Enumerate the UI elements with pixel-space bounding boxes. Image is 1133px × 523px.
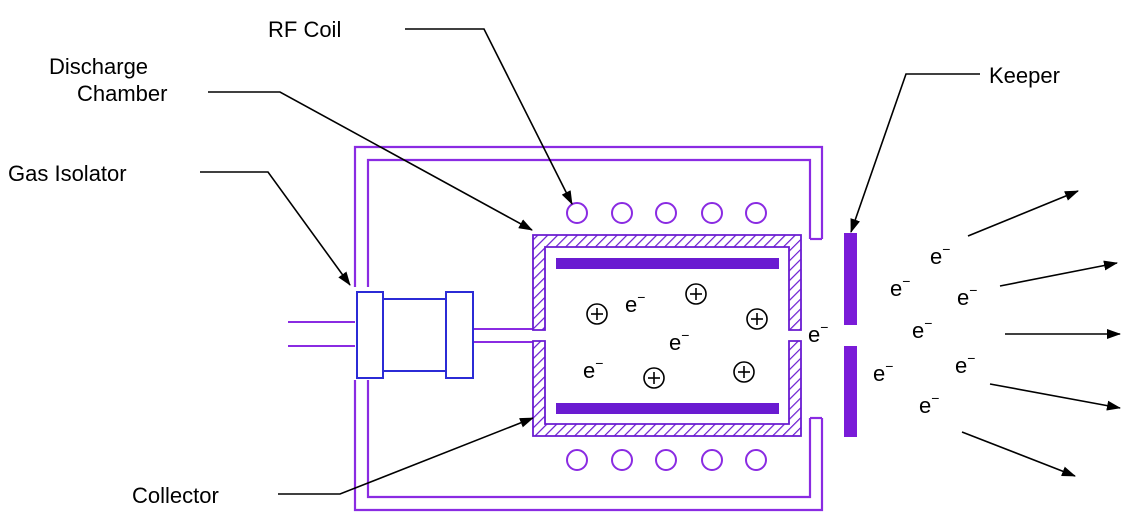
label-rf-coil: RF Coil: [268, 17, 341, 42]
leader-rf-coil: [405, 28, 573, 205]
ion-symbol: [586, 303, 608, 325]
gas-isolator: [356, 291, 474, 379]
keeper-electrode: [844, 233, 857, 437]
collector-plates: [556, 258, 779, 414]
svg-text:e−: e−: [955, 350, 975, 378]
ion-symbol: [746, 308, 768, 330]
label-discharge-chamber-line1: Discharge: [49, 54, 148, 79]
svg-text:e−: e−: [583, 355, 603, 383]
electrons-plume: e− e− e− e− e− e− e−: [873, 241, 977, 418]
svg-text:e−: e−: [669, 327, 689, 355]
svg-text:e−: e−: [930, 241, 950, 269]
component-labels: RF Coil Discharge Chamber Gas Isolator K…: [8, 17, 1060, 508]
rf-coil-bottom: [566, 449, 767, 471]
label-discharge-chamber-line2: Chamber: [77, 81, 167, 106]
label-collector: Collector: [132, 483, 219, 508]
leader-keeper: [850, 73, 980, 233]
leader-collector: [278, 417, 534, 495]
collector-plate-top: [556, 258, 779, 269]
label-keeper: Keeper: [989, 63, 1060, 88]
ions: [586, 283, 768, 389]
ion-symbol: [685, 283, 707, 305]
svg-text:e−: e−: [890, 273, 910, 301]
leader-discharge-chamber: [208, 91, 533, 231]
svg-text:e−: e−: [919, 390, 939, 418]
outer-housing: [353, 145, 824, 512]
svg-text:e−: e−: [957, 282, 977, 310]
emission-arrows: [961, 190, 1121, 477]
collector-plate-bottom: [556, 403, 779, 414]
label-gas-isolator: Gas Isolator: [8, 161, 127, 186]
ion-symbol: [643, 367, 665, 389]
rf-coil-top: [566, 202, 767, 224]
svg-text:e−: e−: [873, 358, 893, 386]
electron-symbol: e: [625, 292, 637, 317]
svg-text:e−: e−: [912, 315, 932, 343]
svg-text:e−: e−: [625, 289, 645, 317]
ion-symbol: [733, 361, 755, 383]
leader-gas-isolator: [200, 171, 351, 286]
svg-text:e−: e−: [808, 319, 828, 347]
discharge-chamber: [532, 234, 802, 437]
electrons-chamber: e− e− e− e−: [583, 289, 828, 383]
leader-lines: [200, 28, 980, 495]
